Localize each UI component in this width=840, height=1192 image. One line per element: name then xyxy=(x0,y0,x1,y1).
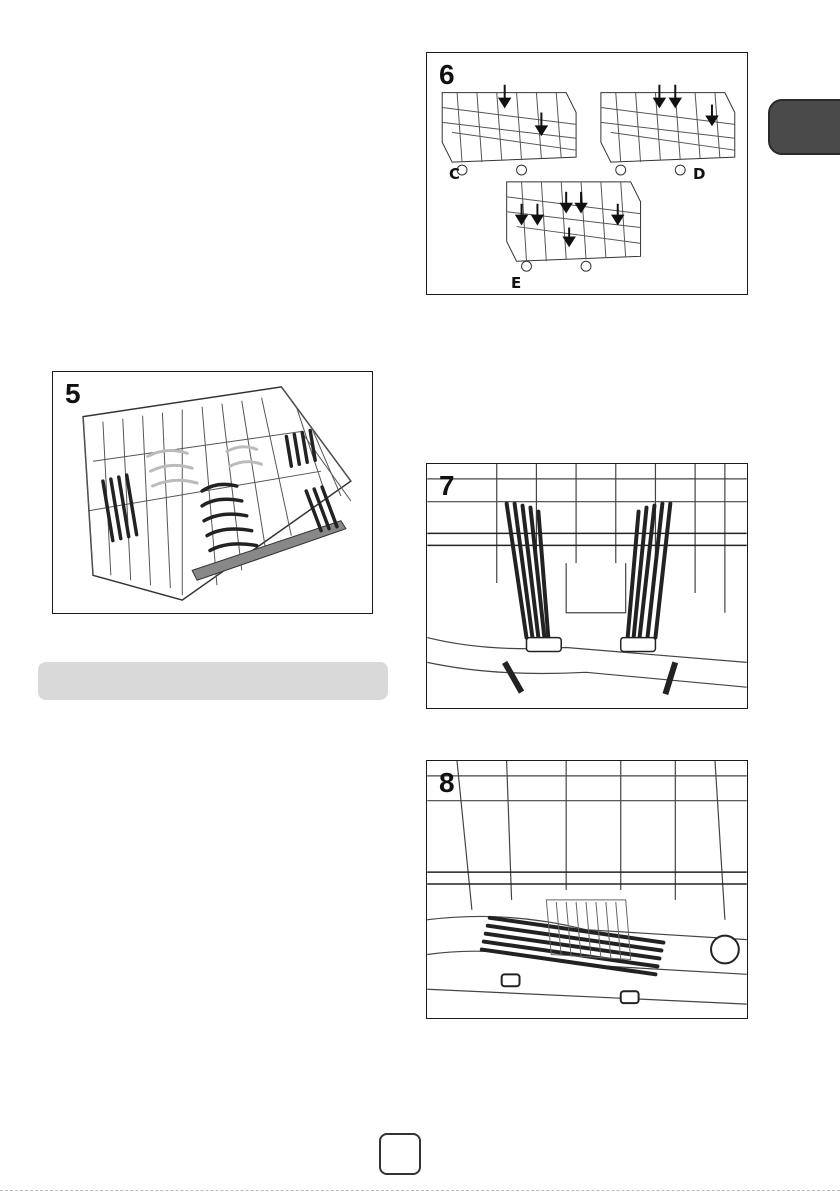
page-number-box xyxy=(379,1133,421,1175)
figure-6-number: 6 xyxy=(439,59,455,91)
figure-7-number: 7 xyxy=(439,470,455,502)
figure-6: 6 C D E xyxy=(426,52,748,295)
figure-8-number: 8 xyxy=(439,767,455,799)
variant-label-e: E xyxy=(511,274,521,292)
tines-folded-illustration xyxy=(427,761,747,1018)
variant-label-c: C xyxy=(449,165,460,183)
basket-illustration xyxy=(53,372,372,613)
section-heading-bar xyxy=(38,662,388,700)
variant-label-d: D xyxy=(693,165,705,183)
figure-5-number: 5 xyxy=(65,378,81,410)
language-tab xyxy=(768,99,840,155)
figure-5: 5 xyxy=(52,371,373,614)
tines-upright-illustration xyxy=(427,464,747,708)
figure-7: 7 xyxy=(426,463,748,709)
figure-8: 8 xyxy=(426,760,748,1019)
footer-rule xyxy=(0,1190,840,1191)
